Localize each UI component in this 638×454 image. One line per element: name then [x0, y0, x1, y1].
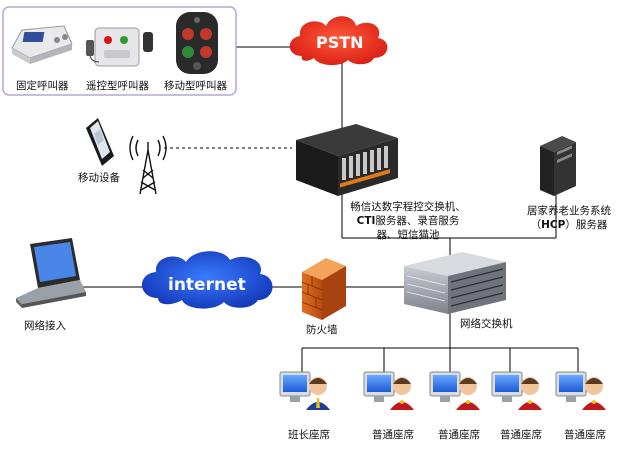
hcp-label-open: （ — [530, 219, 542, 231]
fixed-caller-icon — [11, 25, 73, 64]
seat-label: 普通座席 — [564, 429, 606, 441]
pstn-cloud — [289, 16, 388, 66]
exchange-label-line1: 畅信达数字程控交换机、 — [350, 201, 466, 213]
exchange-label-cti: CTI — [356, 215, 376, 227]
pstn-label: PSTN — [316, 33, 364, 52]
seat-agent-icon — [429, 371, 480, 410]
hcp-label-line2: （HCP）服务器 — [506, 218, 632, 232]
network-switch-label: 网络交换机 — [460, 318, 513, 330]
mobile-phone-icon — [86, 118, 114, 166]
hcp-label-line1: 居家养老业务系统 — [527, 205, 611, 217]
mobile-device-label: 移动设备 — [78, 172, 120, 184]
cell-tower-icon — [129, 135, 167, 195]
exchange-label: 畅信达数字程控交换机、 CTI服务器、录音服务 器、短信猫池 — [346, 200, 470, 242]
seat-supervisor-icon — [279, 371, 330, 410]
connection-lines — [80, 46, 579, 372]
exchange-label-line2: CTI服务器、录音服务 — [346, 214, 470, 228]
network-switch-icon — [404, 252, 506, 314]
exchange-label-line3: 器、短信猫池 — [376, 229, 440, 241]
exchange-label-line2-rest: 服务器、录音服务 — [375, 215, 460, 227]
hcp-label-close: ）服务器 — [565, 219, 608, 231]
remote-caller-icon — [86, 27, 153, 67]
firewall-icon — [301, 258, 346, 320]
internet-cloud — [141, 251, 273, 309]
seat-label: 普通座席 — [372, 429, 414, 441]
seat-agent-icon — [363, 371, 414, 410]
seat-label: 普通座席 — [500, 429, 542, 441]
mobile-caller-icon — [176, 12, 218, 74]
mobile-caller-label: 移动型呼叫器 — [164, 80, 227, 92]
hcp-label: 居家养老业务系统 （HCP）服务器 — [506, 204, 632, 232]
internet-label: internet — [168, 275, 246, 295]
exchange-server-icon — [296, 124, 398, 196]
network-access-label: 网络接入 — [24, 320, 66, 332]
seat-label: 普通座席 — [438, 429, 480, 441]
hcp-label-abbr: HCP — [541, 219, 566, 231]
seat-agent-icon — [491, 371, 542, 410]
seat-label: 班长座席 — [288, 429, 330, 441]
firewall-label: 防火墙 — [306, 324, 338, 336]
laptop-icon — [16, 238, 86, 308]
hcp-server-icon — [540, 136, 576, 196]
seat-agent-icon — [555, 371, 606, 410]
fixed-caller-label: 固定呼叫器 — [16, 80, 69, 92]
remote-caller-label: 遥控型呼叫器 — [86, 80, 149, 92]
